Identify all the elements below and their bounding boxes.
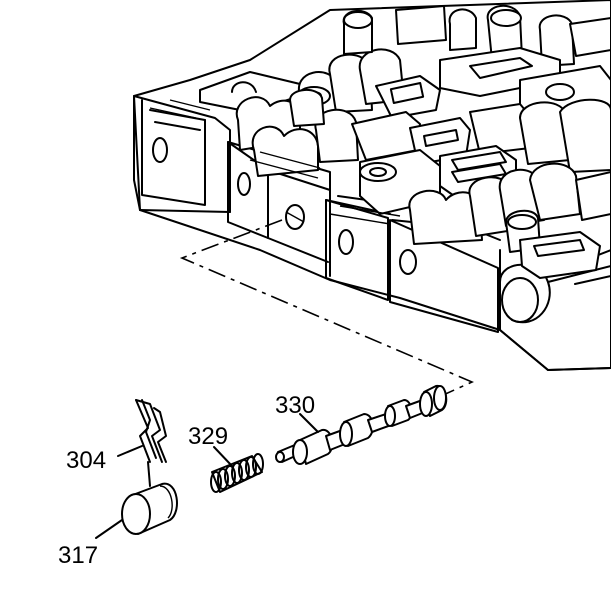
valve-body-top-details: [149, 5, 611, 279]
spring-329: [210, 453, 264, 493]
leader-lines: [95, 413, 319, 539]
callout-304: 304: [66, 447, 106, 474]
valve-spool-330: [275, 384, 448, 465]
callout-330: 330: [275, 392, 315, 419]
callout-329: 329: [188, 423, 228, 450]
retainer-clip-304: [135, 399, 167, 487]
callout-317: 317: [58, 542, 98, 569]
bore-plug-317: [121, 482, 178, 535]
